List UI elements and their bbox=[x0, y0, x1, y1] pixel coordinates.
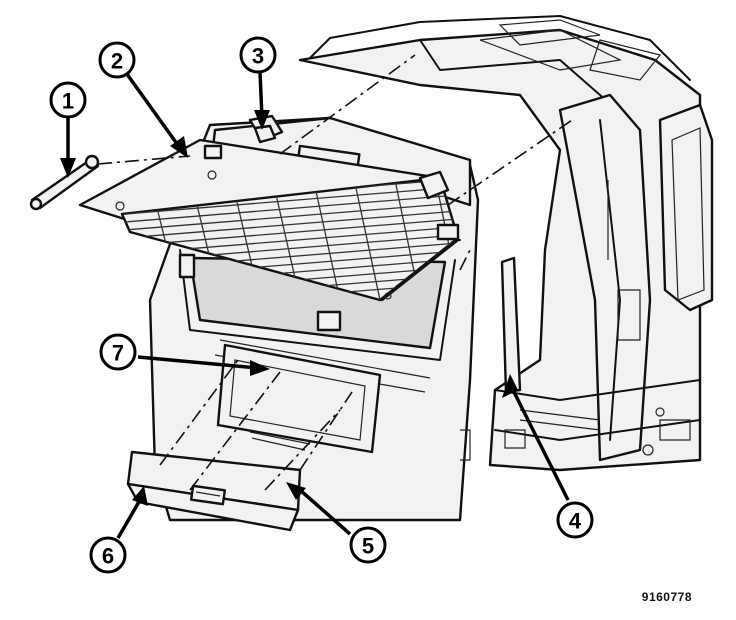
callout-7: 7 bbox=[99, 333, 137, 371]
callout-1: 1 bbox=[49, 81, 87, 119]
installation-lines bbox=[97, 54, 576, 491]
callout-2: 2 bbox=[98, 41, 136, 79]
callout-1-label: 1 bbox=[62, 89, 74, 114]
glass-support-cylinder bbox=[29, 154, 100, 211]
callout-6-label: 6 bbox=[102, 544, 114, 569]
figure-id: 9160778 bbox=[641, 590, 692, 604]
liftgate-applique bbox=[126, 450, 302, 532]
callout-5-label: 5 bbox=[362, 534, 374, 559]
callout-5: 5 bbox=[349, 526, 387, 564]
weatherstrip bbox=[500, 256, 522, 394]
callout-3-label: 3 bbox=[252, 44, 264, 69]
glass-hinge bbox=[248, 114, 450, 200]
liftgate-glass bbox=[78, 138, 460, 302]
leader-lines bbox=[60, 68, 570, 539]
callout-2-label: 2 bbox=[111, 49, 123, 74]
vehicle-body bbox=[298, 15, 714, 472]
callout-4-label: 4 bbox=[569, 509, 582, 534]
callout-7-label: 7 bbox=[112, 341, 124, 366]
callout-4: 4 bbox=[556, 501, 594, 539]
callout-6: 6 bbox=[89, 536, 127, 574]
callout-3: 3 bbox=[239, 36, 277, 74]
